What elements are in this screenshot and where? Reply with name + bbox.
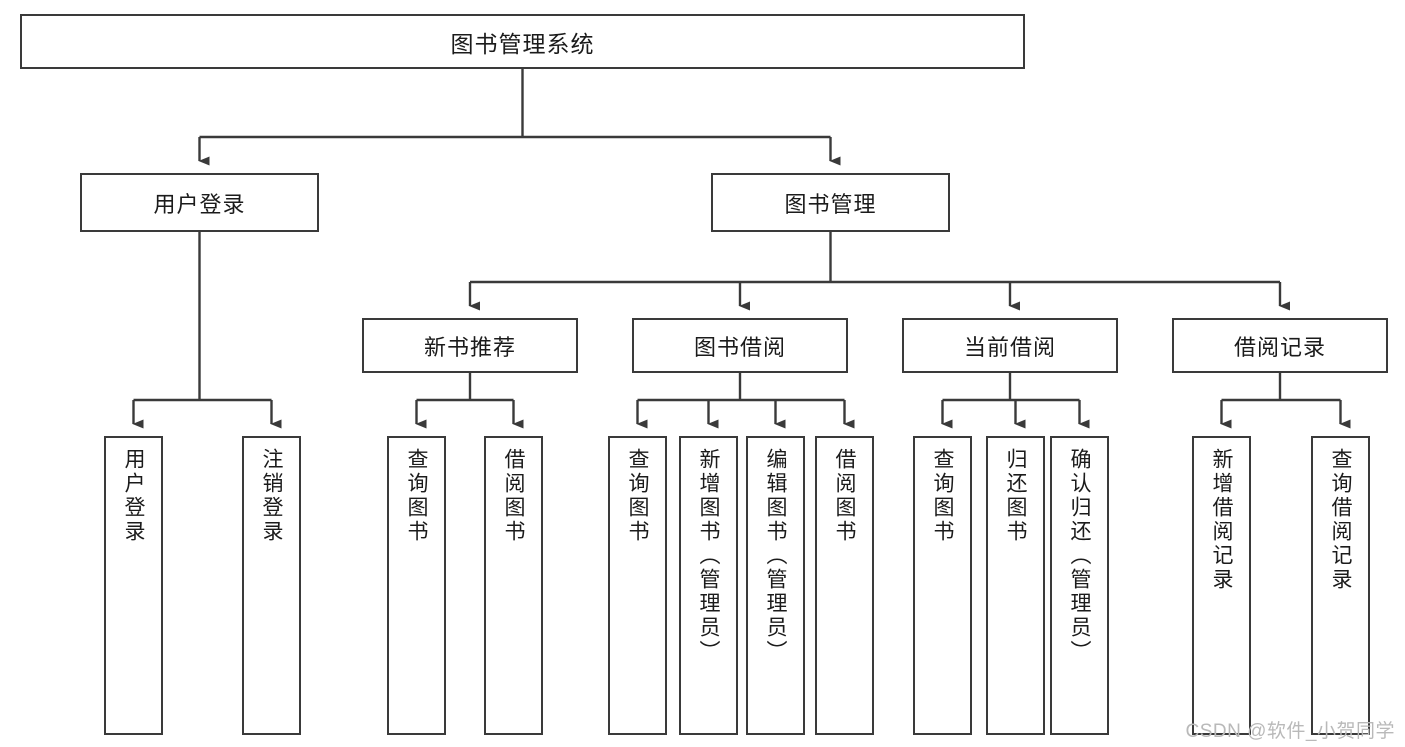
node-leaf-query-book-1: 查询图书	[387, 436, 446, 735]
node-label: 新书推荐	[423, 334, 516, 360]
node-label: 图书管理	[784, 191, 877, 217]
node-label: 用户登录	[122, 448, 145, 544]
node-label: 确认归还（管理员）	[1068, 448, 1091, 664]
node-book-manage: 图书管理	[711, 173, 950, 232]
node-label: 查询借阅记录	[1329, 448, 1352, 592]
node-leaf-confirm-return: 确认归还（管理员）	[1050, 436, 1109, 735]
node-label: 图书管理系统	[450, 30, 595, 57]
node-label: 查询图书	[931, 448, 954, 544]
node-user-login: 用户登录	[80, 173, 319, 232]
node-leaf-borrow-book-2: 借阅图书	[815, 436, 874, 735]
node-new-book-rec: 新书推荐	[362, 318, 578, 373]
node-root: 图书管理系统	[20, 14, 1025, 69]
node-label: 编辑图书（管理员）	[764, 448, 787, 664]
node-leaf-return-book: 归还图书	[986, 436, 1045, 735]
node-leaf-add-record: 新增借阅记录	[1192, 436, 1251, 735]
node-label: 注销登录	[260, 448, 283, 544]
node-label: 借阅图书	[833, 448, 856, 544]
node-label: 查询图书	[626, 448, 649, 544]
node-book-borrow: 图书借阅	[632, 318, 848, 373]
node-label: 查询图书	[405, 448, 428, 544]
node-label: 当前借阅	[963, 334, 1056, 360]
node-leaf-query-book-3: 查询图书	[913, 436, 972, 735]
node-label: 新增借阅记录	[1210, 448, 1233, 592]
node-label: 用户登录	[153, 191, 246, 217]
node-leaf-edit-book: 编辑图书（管理员）	[746, 436, 805, 735]
node-leaf-query-record: 查询借阅记录	[1311, 436, 1370, 735]
node-label: 借阅图书	[502, 448, 525, 544]
node-leaf-logout: 注销登录	[242, 436, 301, 735]
node-leaf-user-login: 用户登录	[104, 436, 163, 735]
node-label: 借阅记录	[1233, 334, 1326, 360]
node-leaf-borrow-book-1: 借阅图书	[484, 436, 543, 735]
node-leaf-add-book: 新增图书（管理员）	[679, 436, 738, 735]
node-current-borrow: 当前借阅	[902, 318, 1118, 373]
node-label: 归还图书	[1004, 448, 1027, 544]
node-label: 新增图书（管理员）	[697, 448, 720, 664]
node-borrow-record: 借阅记录	[1172, 318, 1388, 373]
node-leaf-query-book-2: 查询图书	[608, 436, 667, 735]
node-label: 图书借阅	[693, 334, 786, 360]
watermark-text: CSDN @软件_小贺同学	[1185, 721, 1395, 742]
